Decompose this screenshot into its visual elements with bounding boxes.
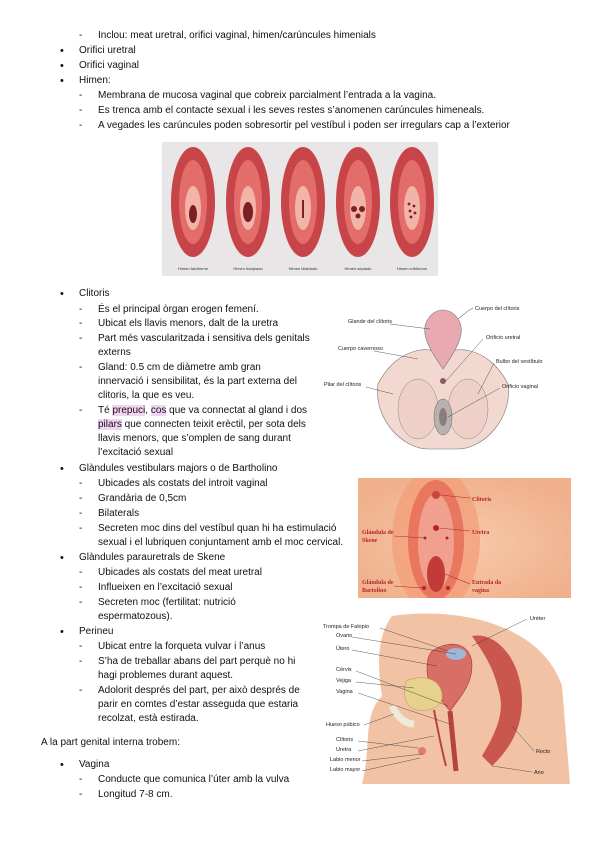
bartholino-item-1: Ubicades als costats del introit vaginal [79, 477, 267, 491]
himen-item-3: A vegades les carúncules poden sobresort… [79, 119, 510, 133]
clitoris-item-5-line-4: l’excitació sexual [98, 447, 174, 458]
caption-fringed: Himen franjeado [233, 266, 263, 271]
highlight-prepuci: prepuci [112, 405, 146, 416]
clitoris-item-4-line-1: Gland: 0.5 cm de diàmetre amb gran [79, 361, 261, 375]
label-uterus: Útero [336, 645, 349, 652]
clitoris-item-2: Ubicat els llavis menors, dalt de la ure… [79, 317, 278, 331]
label-clitoris: Clitoris [472, 497, 492, 503]
label-bartholin-line-2: Bartolino [362, 588, 386, 594]
skene-item-1: Ubicades als costats del meat uretral [79, 566, 262, 580]
label-clitoris-pelvis: Clítoris [336, 737, 353, 743]
vulva-glands-figure: Clitoris Glándula de Skene Uretra Glándu… [358, 478, 571, 598]
perineu-heading: Perineu [60, 625, 114, 639]
label-skene-line-1: Glándula de [362, 530, 394, 536]
label-clitoral-crus: Pilar del clítoris [324, 382, 362, 388]
label-vagina: Vagina [336, 689, 354, 695]
highlight-cos: cos [150, 405, 167, 416]
clitoris-item-5-line-2: pilars que connecten teixit erèctil, per… [98, 418, 306, 432]
hymen-types-illustration: Himen falciforme Himen franjeado Himen b… [162, 142, 438, 276]
vagina-heading: Vagina [60, 758, 110, 772]
vagina-item-1: Conducte que comunica l’úter amb la vulv… [79, 773, 289, 787]
bartholino-item-2: Grandària de 0,5cm [79, 492, 186, 506]
clitoris-anatomy-figure: Cuerpo del clítoris Glande del clítoris … [318, 299, 578, 457]
bartholino-item-4-line-2: sexual i el lubriquen conjuntament amb e… [98, 537, 344, 548]
clitoris-item-4-line-2: innervació i sensibilitat, és la part ex… [98, 376, 297, 387]
label-labia-minora: Labio menor [330, 757, 361, 763]
label-clitoris-body: Cuerpo del clítoris [475, 306, 520, 312]
caption-falciform: Himen falciforme [178, 266, 209, 271]
text-fragment: que va connectat al gland i dos [166, 405, 308, 416]
label-vagina-entrance-line-1: Entrada da [472, 580, 501, 586]
vagina-item-2: Longitud 7-8 cm. [79, 788, 172, 802]
perineu-item-1: Ubicat entre la forqueta vulvar i l’anus [79, 640, 265, 654]
clitoris-item-1: És el principal òrgan erogen femení. [79, 303, 259, 317]
clitoris-item-4-line-3: clitoris, la que es veu. [98, 390, 195, 401]
caption-septate: Himen septado [345, 266, 373, 271]
caption-bilabiate: Himen bilabiado [289, 266, 318, 271]
label-cervix: Cérvix [336, 667, 352, 673]
label-vestibular-bulb: Bulbo del vestíbulo [496, 359, 542, 365]
clitoris-item-3-line-1: Part més vascularitzada i sensitiva dels… [79, 332, 310, 346]
pelvic-anatomy-figure: Trompa de Falopio Ovario Útero Cérvix Ve… [322, 606, 570, 784]
label-pubic-bone: Hueso púbico [326, 722, 360, 728]
vulva-glands-illustration: Clitoris Glándula de Skene Uretra Glándu… [358, 478, 571, 598]
bartholino-item-4-line-1: Secreten moc dins del vestíbul quan hi h… [79, 522, 337, 536]
label-urethra-pelvis: Uretra [336, 747, 352, 753]
himen-item-1: Membrana de mucosa vaginal que cobreix p… [79, 89, 436, 103]
hymen-bilabiate-drawing [281, 147, 325, 257]
caption-cribriform: Himen cribiforme [397, 266, 428, 271]
label-rectum: Recto [536, 749, 550, 755]
himen-heading: Himen: [60, 74, 111, 88]
label-bartholin-line-1: Glándula de [362, 580, 394, 586]
skene-item-2: Influeixen en l’excitació sexual [79, 581, 232, 595]
label-vagina-entrance-line-2: vagina [472, 588, 489, 594]
clitoris-anatomy-illustration: Cuerpo del clítoris Glande del clítoris … [318, 299, 578, 457]
label-vaginal-orifice: Orificio vaginal [502, 384, 538, 390]
perineu-item-2-line-1: S’ha de treballar abans del part perquè … [79, 655, 295, 669]
label-urethra: Uretra [472, 530, 489, 536]
label-skene-line-2: Skene [362, 538, 378, 544]
highlight-pilars: pilars [98, 419, 122, 430]
text-fragment: Té [98, 405, 113, 416]
label-ureter: Uréter [530, 616, 545, 622]
bartholino-item-3: Bilaterals [79, 507, 139, 521]
hymen-falciform-drawing [171, 147, 215, 257]
perineu-item-3-line-3: recolzat, està estirada. [98, 713, 199, 724]
orifici-vaginal-item: Orifici vaginal [60, 59, 139, 73]
skene-heading: Glàndules parauretrals de Skene [60, 551, 225, 565]
label-labia-majora: Labio mayor [330, 767, 360, 773]
hymen-types-figure: Himen falciforme Himen franjeado Himen b… [162, 142, 438, 276]
label-bladder: Vejiga [336, 678, 352, 684]
hymen-cribriform-drawing [390, 147, 434, 257]
label-anus: Ano [534, 770, 544, 776]
text-fragment: , [145, 405, 151, 416]
pelvic-anatomy-illustration: Trompa de Falopio Ovario Útero Cérvix Ve… [322, 606, 570, 784]
label-urethral-orifice: Orificio uretral [486, 335, 520, 341]
label-ovary: Ovario [336, 633, 352, 639]
orifici-uretral-item: Orifici uretral [60, 44, 136, 58]
clitoris-item-5-line-3: llavis menors, que s’omplen de sang dura… [98, 433, 291, 444]
label-glans: Glande del clítoris [348, 319, 392, 325]
text-fragment: que connecten teixit erèctil, per sota d… [121, 419, 306, 430]
perineu-item-3-line-1: Adolorit després del part, per això desp… [79, 684, 300, 698]
perineu-item-3-line-2: parir en comtes d’estar asseguda que est… [98, 699, 299, 710]
hymen-septate-drawing [336, 147, 380, 257]
label-corpus-cavernosum: Cuerpo cavernoso [338, 346, 383, 352]
hymen-fringed-drawing [226, 147, 270, 257]
perineu-item-2-line-2: hagi problemes durant aquest. [98, 670, 234, 681]
skene-item-3-line-2: espermatozous). [98, 611, 173, 622]
skene-item-3-line-1: Secreten moc (fertilitat: nutrició [79, 596, 236, 610]
clitoris-item-3-line-2: externs [98, 347, 131, 358]
urethral-meatus-include-item: Inclou: meat uretral, orifici vaginal, h… [79, 29, 376, 43]
label-fallopian-tube: Trompa de Falopio [323, 624, 369, 630]
clitoris-heading: Clitoris [60, 287, 109, 301]
clitoris-item-5-line-1: Té prepuci, cos que va connectat al glan… [79, 404, 308, 418]
bartholino-heading: Glàndules vestibulars majors o de Bartho… [60, 462, 277, 476]
internal-genitals-intro: A la part genital interna trobem: [41, 737, 180, 748]
himen-item-2: Es trenca amb el contacte sexual i les s… [79, 104, 484, 118]
